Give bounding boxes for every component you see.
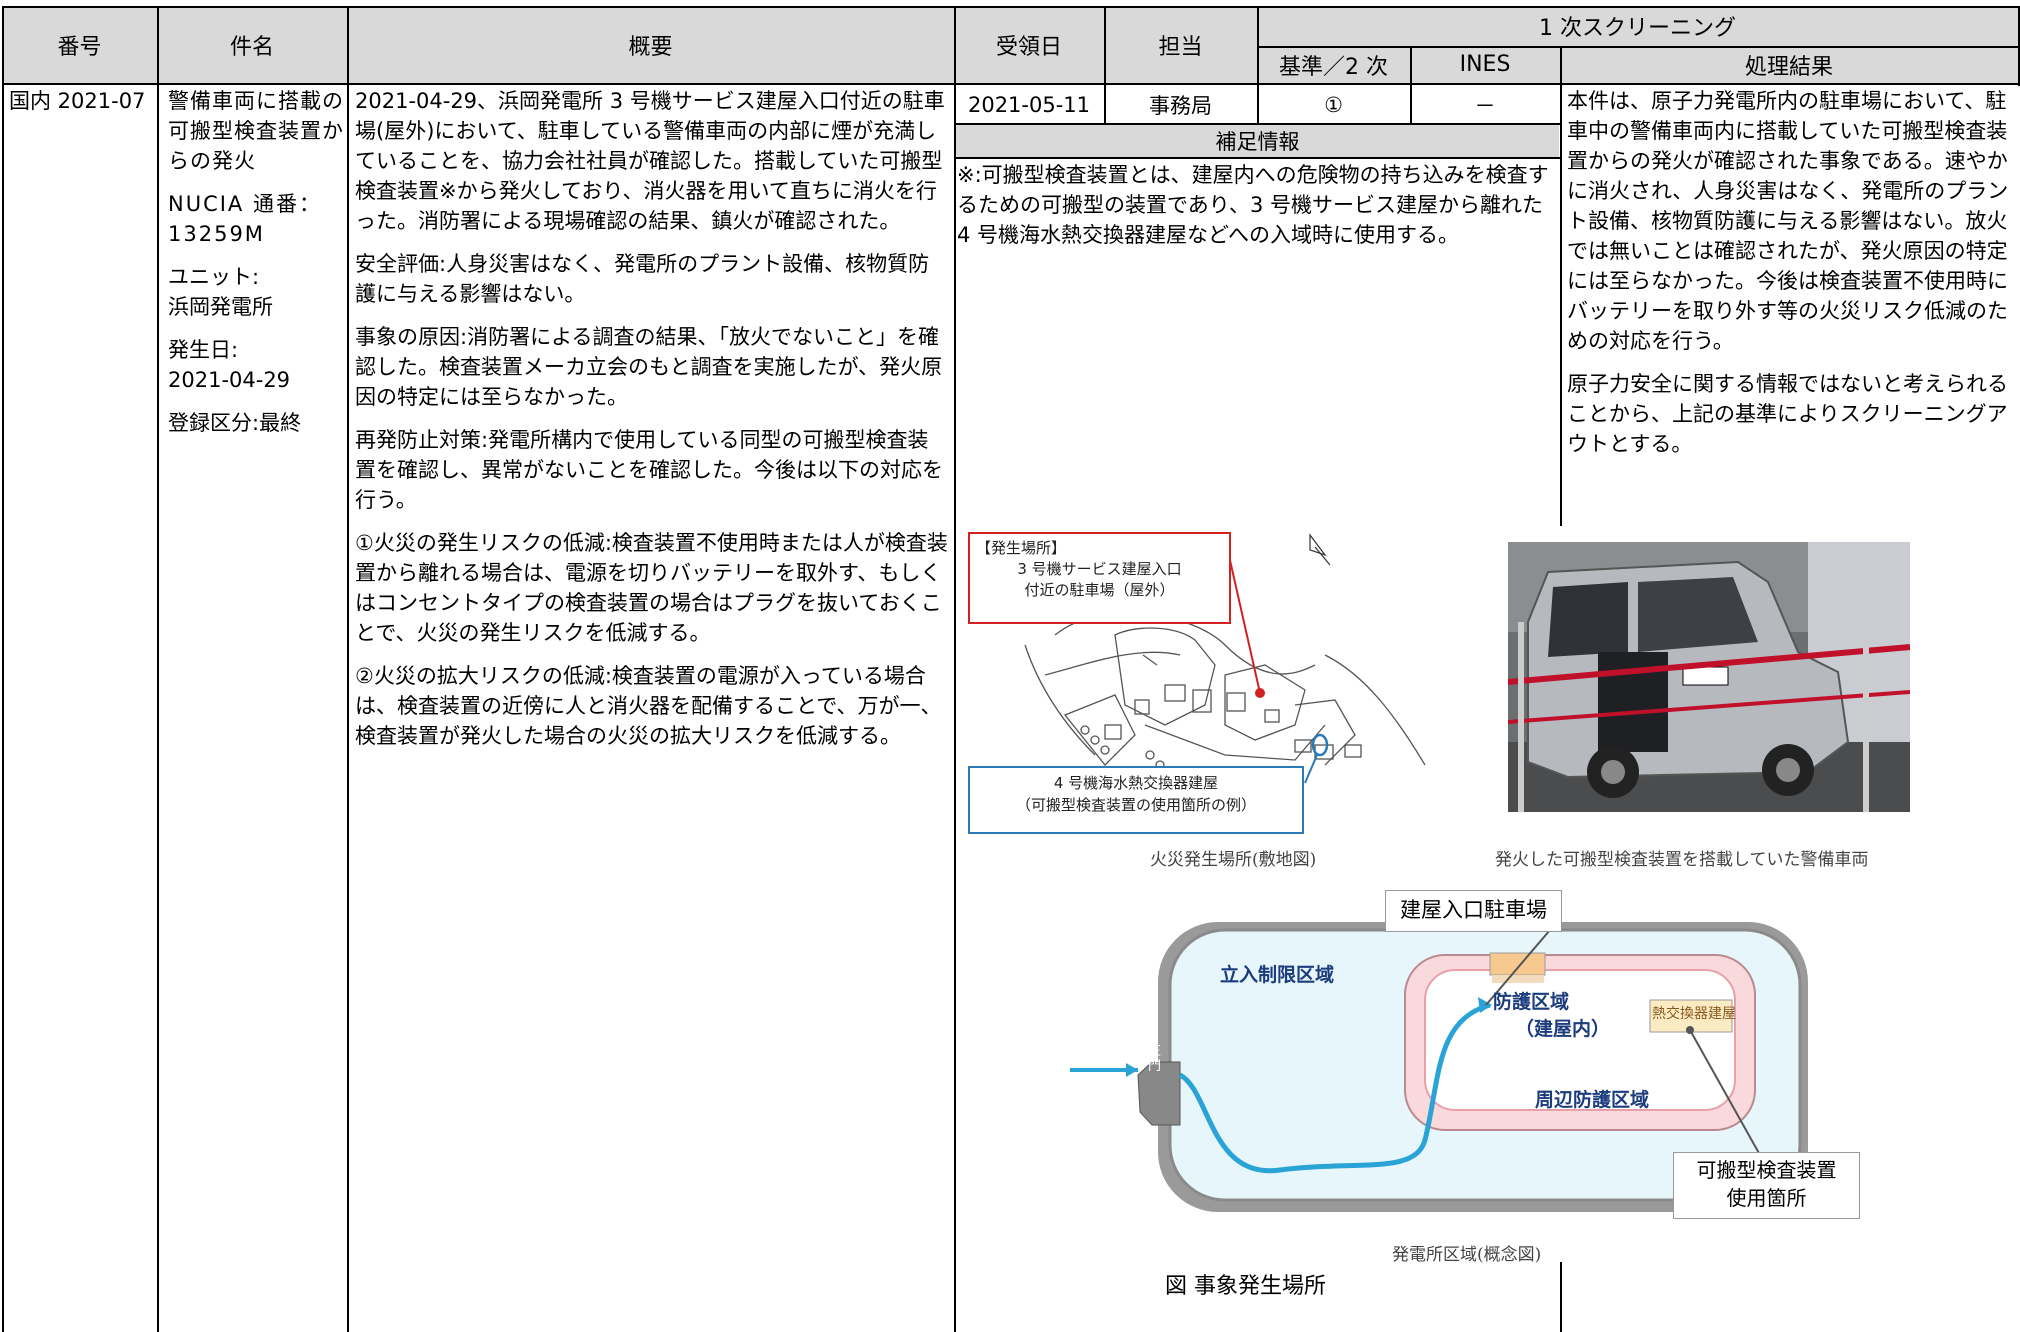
grid-line	[1560, 46, 1562, 526]
assignee: 事務局	[1149, 93, 1212, 118]
grid-line	[2, 6, 2018, 8]
case-title: 警備車両に搭載の可搬型検査装置からの発火	[168, 89, 344, 173]
ines-value: －	[1474, 93, 1496, 118]
grid-line	[1104, 6, 1106, 123]
summary-block: 2021-04-29、浜岡発電所 3 号機サービス建屋入口付近の駐車場(屋外)に…	[355, 86, 949, 764]
grid-line	[954, 6, 956, 1332]
supplement-text: ※:可搬型検査装置とは、建屋内への危険物の持ち込みを検査するための可搬型の装置で…	[957, 163, 1549, 247]
gate-label: 正門	[1148, 1044, 1162, 1074]
protected-area-sublabel: （建屋内）	[1515, 1018, 1611, 1040]
received-date: 2021-05-11	[967, 92, 1091, 117]
header-summary: 概要	[347, 6, 954, 83]
grid-line	[1410, 46, 1412, 123]
device-label-line: 可搬型検査装置	[1696, 1158, 1837, 1182]
summary-paragraph: ①火災の発生リスクの低減:検査装置不使用時または人が検査装置から離れる場合は、電…	[355, 531, 948, 645]
vehicle-photo	[1508, 542, 1910, 812]
callout-line: 4 号機海水熱交換器建屋	[1053, 774, 1219, 792]
figure-title: 図 事象発生場所	[1165, 1274, 1326, 1299]
header-ines: INES	[1410, 46, 1560, 83]
grid-line	[347, 6, 349, 1332]
map-callout-red: 【発生場所】 3 号機サービス建屋入口 付近の駐車場（屋外）	[968, 532, 1231, 624]
summary-paragraph: ②火災の拡大リスクの低減:検査装置の電源が入っている場合は、検査装置の近傍に人と…	[355, 664, 942, 748]
category: 登録区分:最終	[168, 411, 302, 435]
callout-line: （可搬型検査装置の使用箇所の例）	[1015, 796, 1256, 814]
case-number: 国内 2021-07	[9, 89, 146, 113]
grid-line	[954, 157, 1560, 159]
grid-line	[1560, 1262, 1562, 1332]
unit-label: ユニット:	[168, 265, 260, 289]
header-received: 受領日	[954, 6, 1104, 83]
unit-value: 浜岡発電所	[168, 295, 273, 319]
summary-paragraph: 2021-04-29、浜岡発電所 3 号機サービス建屋入口付近の駐車場(屋外)に…	[355, 89, 945, 233]
callout-line: 3 号機サービス建屋入口	[1017, 560, 1182, 578]
grid-line	[954, 123, 1560, 125]
grid-line	[1257, 46, 2018, 48]
map-caption: 火災発生場所(敷地図)	[1150, 850, 1317, 870]
site-concept-diagram	[1070, 922, 1808, 1212]
result-block: 本件は、原子力発電所内の駐車場において、駐車中の警備車両内に搭載していた可搬型検…	[1567, 86, 2013, 472]
date-label: 発生日:	[168, 338, 239, 362]
summary-paragraph: 再発防止対策:発電所構内で使用している同型の可搬型検査装置を確認し、異常がないこ…	[355, 428, 943, 512]
hx-building-label: 熱交換器建屋	[1652, 1006, 1736, 1022]
grid-line	[157, 6, 159, 1332]
callout-line: 付近の駐車場（屋外）	[1024, 581, 1175, 599]
result-paragraph: 原子力安全に関する情報ではないと考えられることから、上記の基準によりスクリーニン…	[1567, 372, 2008, 456]
map-callout-blue: 4 号機海水熱交換器建屋 （可搬型検査装置の使用箇所の例）	[968, 766, 1304, 834]
device-label-line: 使用箇所	[1726, 1186, 1807, 1210]
criteria: ①	[1324, 92, 1343, 117]
grid-line	[1257, 6, 1259, 123]
header-result: 処理結果	[1560, 46, 2018, 83]
summary-paragraph: 事象の原因:消防署による調査の結果、「放火でないこと」を確認した。検査装置メーカ…	[355, 325, 943, 409]
grid-line	[2, 83, 2018, 85]
nucia-number: NUCIA 通番：13259M	[168, 192, 322, 246]
grid-line	[2, 6, 4, 1332]
header-screening: 1 次スクリーニング	[1257, 6, 2018, 46]
diagram-caption: 発電所区域(概念図)	[1392, 1245, 1542, 1265]
grid-line	[2018, 6, 2020, 86]
header-criteria: 基準／2 次	[1257, 46, 1410, 83]
header-number: 番号	[2, 6, 157, 83]
date-value: 2021-04-29	[168, 368, 291, 392]
callout-line: 【発生場所】	[976, 539, 1067, 557]
protected-area-label: 防護区域	[1493, 991, 1570, 1013]
north-arrow-icon	[1309, 533, 1331, 566]
perimeter-area-label: 周辺防護区域	[1535, 1089, 1650, 1111]
restricted-area-label: 立入制限区域	[1220, 964, 1335, 986]
case-title-block: 警備車両に搭載の可搬型検査装置からの発火 NUCIA 通番：13259M ユニッ…	[168, 86, 344, 438]
summary-paragraph: 安全評価:人身災害はなく、発電所のプラント設備、核物質防護に与える影響はない。	[355, 252, 930, 306]
header-title: 件名	[157, 6, 347, 83]
supplement-header: 補足情報	[956, 125, 1559, 157]
photo-caption: 発火した可搬型検査装置を搭載していた警備車両	[1495, 850, 1869, 870]
parking-label: 建屋入口駐車場	[1385, 890, 1562, 932]
result-paragraph: 本件は、原子力発電所内の駐車場において、駐車中の警備車両内に搭載していた可搬型検…	[1567, 89, 2009, 353]
header-assignee: 担当	[1104, 6, 1257, 83]
device-location-label: 可搬型検査装置 使用箇所	[1673, 1152, 1860, 1219]
